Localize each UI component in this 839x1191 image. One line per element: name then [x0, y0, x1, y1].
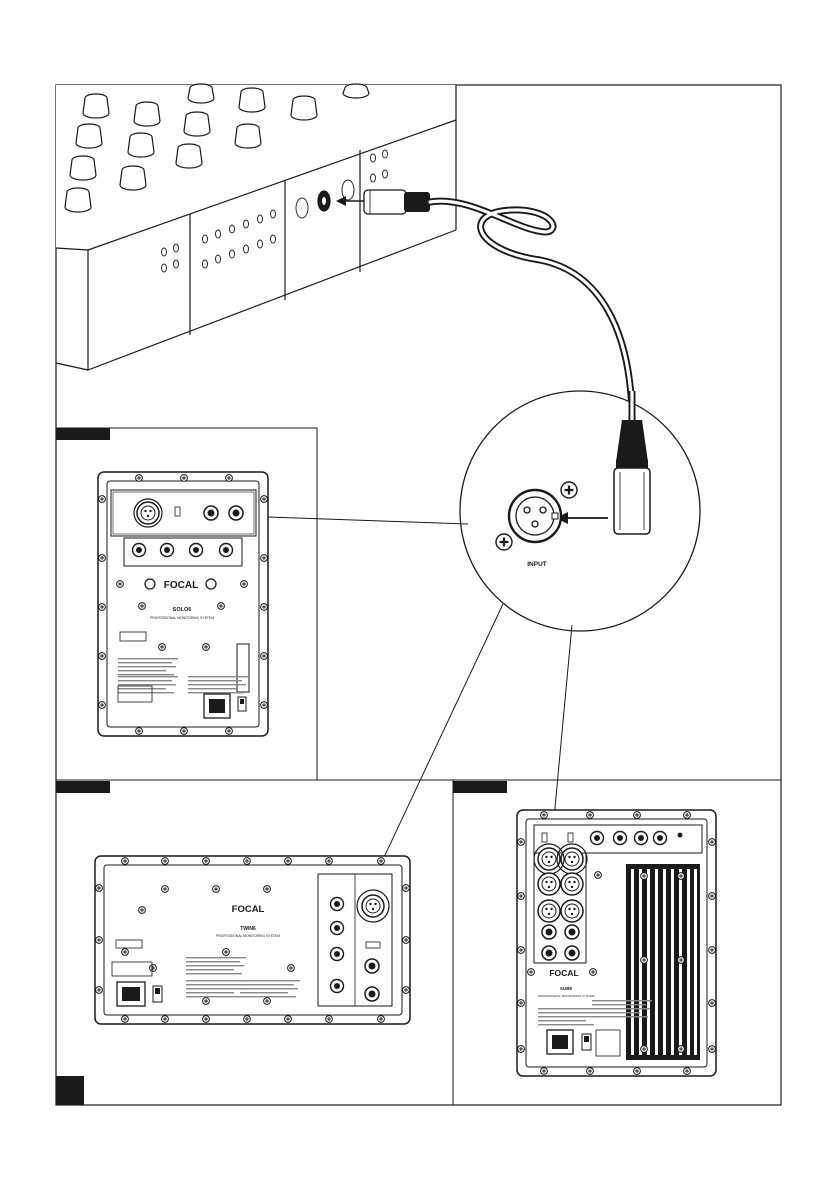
sub6-heatsink	[626, 864, 700, 1060]
input-label: INPUT	[527, 561, 547, 568]
section-tab-b	[56, 781, 110, 793]
zoom-detail-circle: INPUT	[460, 391, 700, 631]
sub6-rear-panel: FOCAL SUB6 PROFESSIONAL MONITORING SYSTE…	[517, 810, 716, 1076]
sub6-model: SUB6	[560, 986, 573, 991]
phillips-screw-icon	[496, 534, 512, 550]
twin6-model: TWIN6	[240, 926, 256, 932]
console-xlr-output	[318, 191, 330, 211]
xlr-connector-icon	[509, 490, 561, 542]
phillips-screw-icon	[561, 482, 577, 498]
solo6-xlr-input	[137, 502, 159, 524]
sub6-tagline: PROFESSIONAL MONITORING SYSTEM	[538, 994, 595, 998]
sub6-brand: FOCAL	[549, 968, 578, 978]
solo6-tagline: PROFESSIONAL MONITORING SYSTEM	[150, 616, 214, 620]
twin6-tagline: PROFESSIONAL MONITORING SYSTEM	[216, 934, 280, 938]
solo6-brand: FOCAL	[164, 580, 198, 591]
twin6-rear-panel: FOCAL TWIN6 PROFESSIONAL MONITORING SYST…	[95, 856, 410, 1024]
xlr-plug-console	[364, 190, 430, 214]
solo6-rear-panel: FOCAL SOLO6 PROFESSIONAL MONITORING SYST…	[98, 472, 268, 736]
section-tab-c	[453, 781, 507, 793]
mixing-console	[56, 84, 456, 370]
section-tab-a	[56, 428, 110, 440]
twin6-xlr-input	[362, 895, 384, 917]
twin6-brand: FOCAL	[232, 904, 265, 915]
xlr-cable	[364, 190, 632, 415]
section-tab-corner	[56, 1076, 84, 1105]
solo6-model: SOLO6	[173, 607, 192, 613]
